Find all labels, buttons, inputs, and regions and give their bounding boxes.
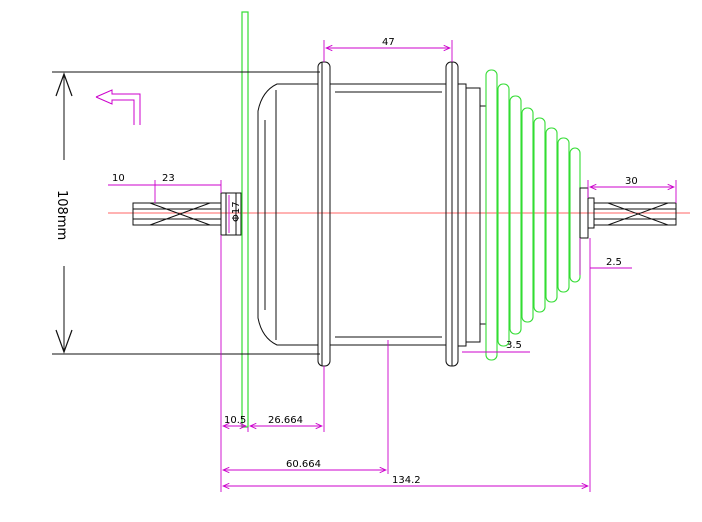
dim-left-offset: 10.5 <box>224 415 246 426</box>
right-axle <box>579 187 677 239</box>
brake-disc <box>241 11 249 428</box>
hub-body <box>257 61 487 367</box>
dim-flange-spacing: 47 <box>382 37 395 48</box>
dim-left-flange: 26.664 <box>268 415 303 426</box>
dim-axle-diameter: Φ17 <box>231 201 242 222</box>
dim-axle-end-right: 30 <box>625 176 638 187</box>
cassette <box>485 69 581 361</box>
dim-right-offset: 2.5 <box>606 257 622 268</box>
dim-center-offset: 60.664 <box>286 459 321 470</box>
dimension-lines <box>108 40 677 492</box>
dim-cassette-gap: 3.5 <box>506 340 522 351</box>
dim-over-locknut: 134.2 <box>392 475 421 486</box>
dim-axle-end-left: 10 <box>112 173 125 184</box>
left-axle <box>132 192 242 236</box>
arrow-left-icon <box>95 89 141 125</box>
diameter-label: 108mm <box>54 190 69 240</box>
diameter-dimension <box>52 71 320 355</box>
dim-axle-step-left: 23 <box>162 173 175 184</box>
